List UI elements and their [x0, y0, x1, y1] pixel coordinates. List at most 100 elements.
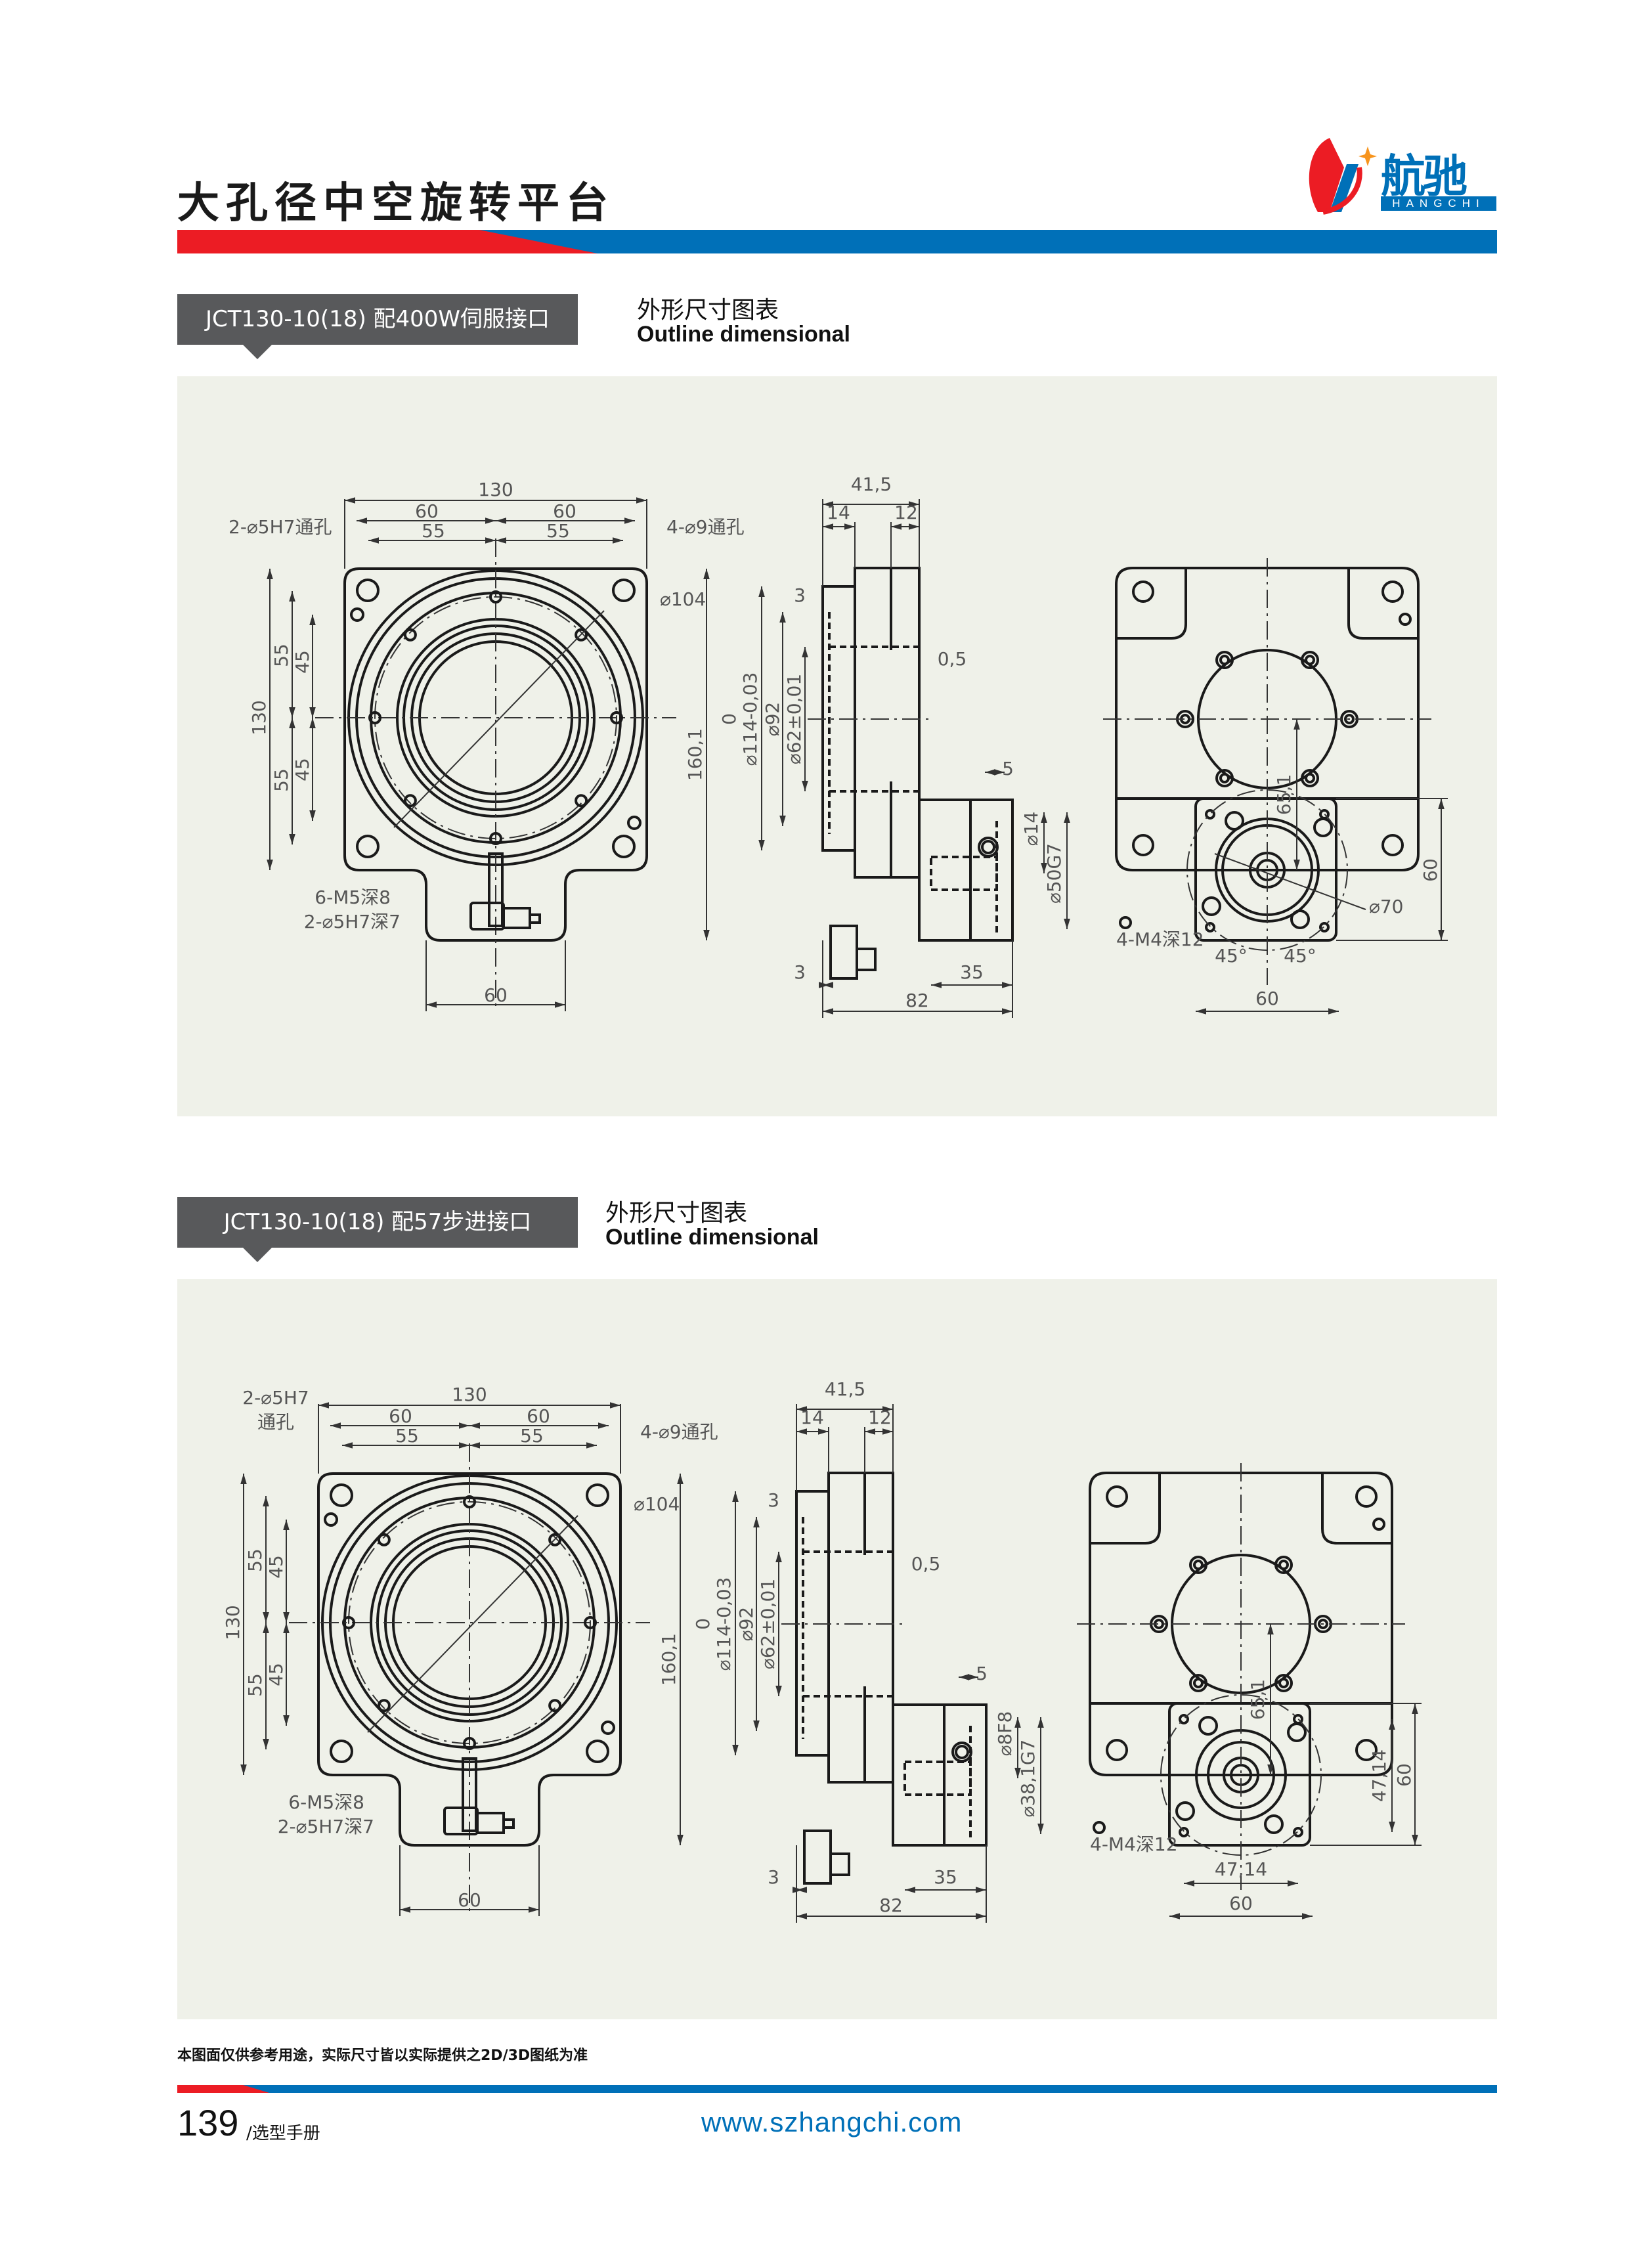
motor-bolt: [1175, 1801, 1195, 1821]
dim-55-left: 55: [395, 1425, 419, 1447]
encoder-shaft: [488, 852, 504, 927]
dim-65-1: 65,1: [1273, 774, 1295, 815]
bolt-hole: [1301, 651, 1319, 669]
bolt-hole: [575, 794, 588, 808]
bolt-hole: [1189, 1674, 1207, 1692]
side-port-inner: [981, 840, 995, 854]
dim-0-5: 0,5: [911, 1553, 941, 1575]
dim-shaft: ⌀8F8: [994, 1711, 1016, 1757]
dim-d92: ⌀92: [735, 1607, 757, 1642]
dim-height-130: 130: [248, 700, 270, 735]
bolt-hole-inner: [1193, 1678, 1204, 1688]
plate-outline: [1115, 567, 1420, 871]
dim-55-upper: 55: [244, 1548, 266, 1572]
dim-60-right: 60: [553, 500, 576, 522]
label-pin-depth: 2-⌀5H7深7: [278, 1816, 374, 1837]
bolt-hole: [489, 832, 502, 845]
encoder-body: [476, 1812, 505, 1834]
bolt-hole-inner: [1219, 655, 1230, 665]
dim-width-60: 60: [1255, 988, 1279, 1009]
dim-d92: ⌀92: [762, 702, 783, 737]
middle-block: [827, 1472, 894, 1784]
label-m4-threads: 4-M4深12: [1116, 929, 1204, 950]
dim-55-lower: 55: [271, 768, 292, 792]
dim-pilot: ⌀50G7: [1043, 843, 1065, 904]
plate-hole: [1381, 581, 1404, 603]
dim-160: 160,1: [658, 1633, 680, 1686]
label-mount-holes: 4-⌀9通孔: [640, 1421, 718, 1443]
dim-45-upper: 45: [265, 1555, 287, 1579]
plate-outline: [1089, 1472, 1393, 1776]
encoder-side: [829, 925, 858, 980]
website-link[interactable]: www.szhangchi.com: [701, 2107, 963, 2137]
body-outline: [317, 1472, 622, 1847]
m4-hole: [1293, 1827, 1303, 1837]
bolt-hole: [368, 711, 381, 724]
bolt-hole: [377, 1533, 391, 1546]
section-tag-servo: JCT130-10(18) 配400W伺服接口: [177, 294, 578, 359]
side-port: [978, 837, 999, 858]
dim-35: 35: [934, 1866, 957, 1888]
dim-d114: ⌀114-0,03: [739, 672, 761, 766]
mount-hole: [612, 835, 636, 858]
bolt-hole: [403, 628, 417, 642]
bolt-hole: [342, 1616, 355, 1629]
mount-hole: [586, 1483, 609, 1507]
page-title: 大孔径中空旋转平台: [177, 179, 615, 228]
encoder-side: [803, 1830, 832, 1885]
mount-hole: [356, 835, 380, 858]
dim-height-130: 130: [222, 1605, 244, 1640]
label-d104: ⌀104: [660, 588, 706, 610]
bolt-hole: [610, 711, 623, 724]
bolt-hole: [377, 1699, 391, 1713]
plate-hole: [1355, 1739, 1378, 1761]
section-heading-en: Outline dimensional: [605, 1225, 819, 1250]
page-number: 139: [177, 2102, 239, 2143]
plate-pin: [1119, 916, 1132, 929]
dim-pilot: ⌀38,1G7: [1017, 1740, 1039, 1818]
dim-d62: ⌀62±0,01: [783, 674, 805, 764]
label-pin-depth: 2-⌀5H7深7: [304, 911, 401, 932]
angle-45-left: 45°: [1215, 945, 1248, 967]
plate-pin: [1372, 1518, 1385, 1531]
section-heading-cn: 外形尺寸图表: [605, 1200, 748, 1227]
bolt-hole: [575, 628, 588, 642]
mount-hole: [612, 579, 636, 602]
m4-hole: [1319, 922, 1330, 932]
middle-block: [854, 567, 921, 879]
hidden-lines: [828, 612, 998, 932]
dim-tab-60: 60: [484, 984, 508, 1006]
section-heading-en: Outline dimensional: [637, 322, 850, 347]
dim-3-bottom: 3: [794, 961, 806, 983]
section-heading-cn: 外形尺寸图表: [637, 297, 779, 324]
plate-pin: [1093, 1821, 1106, 1834]
mount-hole: [356, 579, 380, 602]
dim-width-130: 130: [452, 1384, 487, 1405]
dim-12: 12: [868, 1407, 892, 1428]
encoder-side-body: [856, 948, 877, 971]
dim-55-upper: 55: [271, 644, 292, 667]
label-pin-hole-through: 2-⌀5H7: [242, 1387, 309, 1409]
logo-text-cn: 航驰: [1381, 151, 1467, 203]
bolt-hole: [1301, 769, 1319, 787]
dim-45-lower: 45: [265, 1663, 287, 1686]
bolt-hole-inner: [1305, 655, 1315, 665]
side-port: [951, 1742, 972, 1763]
bolt-hole: [1274, 1556, 1293, 1574]
bolt-hole-inner: [1344, 714, 1355, 724]
motor-adapter: [918, 799, 1014, 942]
bolt-hole: [463, 1495, 476, 1508]
label-m5-threads: 6-M5深8: [288, 1791, 364, 1813]
bolt-hole: [1215, 651, 1234, 669]
diameter-line: [367, 1515, 578, 1733]
logo-text-en: HANGCHI: [1381, 196, 1496, 211]
dim-3-top: 3: [794, 584, 806, 606]
leader-line: [1214, 853, 1366, 910]
footer-stripe: [177, 2085, 1497, 2093]
dim-41-5: 41,5: [825, 1378, 865, 1400]
pin-hole: [627, 816, 641, 830]
angle-45-right: 45°: [1284, 945, 1316, 967]
motor-bolt: [1313, 818, 1333, 837]
